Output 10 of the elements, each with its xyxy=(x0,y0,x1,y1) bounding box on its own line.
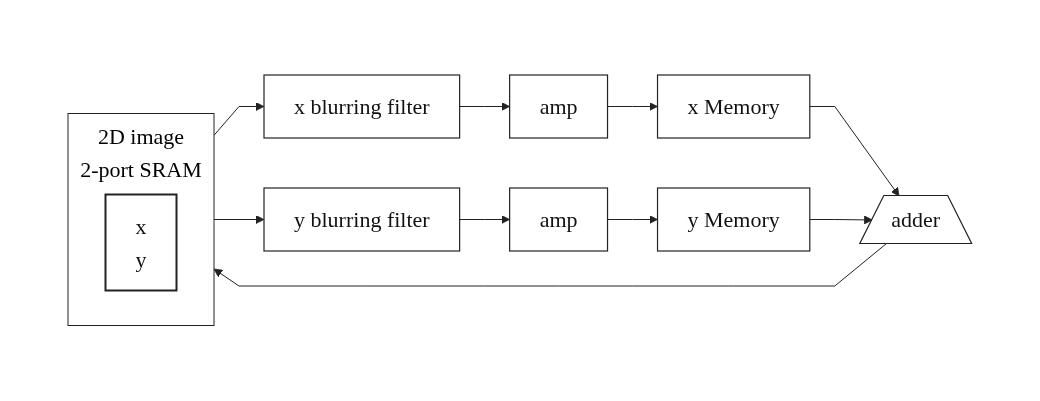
node-box: x y xyxy=(104,193,178,292)
arrow xyxy=(213,215,265,225)
node-box: x Memory xyxy=(657,74,811,139)
node-box: amp xyxy=(509,187,609,252)
arrow xyxy=(809,215,873,225)
arrow xyxy=(213,102,265,137)
node-box: y Memory xyxy=(657,187,811,252)
node-box: amp xyxy=(509,74,609,139)
node-box: y blurring filter xyxy=(263,187,461,252)
node-box: x blurring filter xyxy=(263,74,461,139)
